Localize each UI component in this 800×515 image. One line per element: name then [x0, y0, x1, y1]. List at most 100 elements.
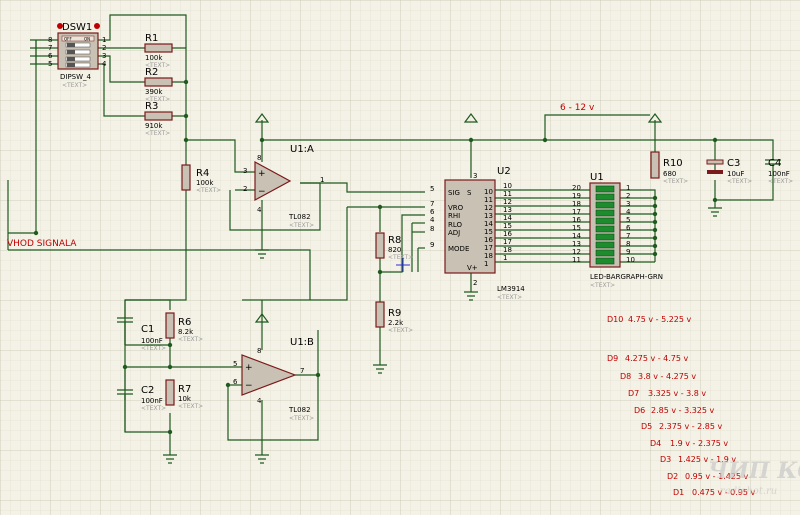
svg-text:16: 16 [503, 230, 512, 238]
svg-text:20: 20 [572, 184, 581, 192]
table-row: 4.275 v - 4.75 v [625, 354, 689, 363]
svg-text:<TEXT>: <TEXT> [145, 62, 170, 69]
table-row: 3.8 v - 4.275 v [638, 372, 696, 381]
svg-text:6: 6 [233, 378, 238, 386]
svg-text:8: 8 [430, 225, 434, 233]
svg-text:C4: C4 [768, 158, 781, 169]
svg-text:4: 4 [626, 208, 631, 216]
power-arrow-icon [254, 113, 270, 123]
svg-text:<TEXT>: <TEXT> [590, 282, 615, 289]
dsw1-pin: 8 [48, 36, 52, 44]
svg-text:17: 17 [484, 244, 493, 252]
c3: C3 10uF <TEXT> [706, 158, 752, 185]
svg-text:1: 1 [503, 254, 507, 262]
svg-text:9: 9 [626, 248, 630, 256]
dsw1: DSW1 OFF ON 8 7 6 5 1 2 3 4 DIPSW_4 <TEX… [48, 22, 107, 89]
svg-text:7: 7 [300, 367, 304, 375]
svg-text:RLO: RLO [448, 221, 463, 229]
svg-text:100k: 100k [145, 54, 163, 62]
svg-text:11: 11 [503, 190, 512, 198]
svg-text:15: 15 [503, 222, 512, 230]
u1b-opamp: + − U1:B 5 6 7 8 4 TL082 <TEXT> [233, 337, 314, 422]
svg-text:LM3914: LM3914 [497, 285, 525, 293]
svg-text:<TEXT>: <TEXT> [145, 96, 170, 103]
power-arrow-icon [463, 113, 479, 123]
led-threshold-table: D10 4.75 v - 5.225 v D9 4.275 v - 4.75 v… [607, 315, 756, 497]
r10: R10 680 <TEXT> [650, 151, 688, 185]
svg-text:+: + [258, 169, 266, 179]
table-row: 1.9 v - 2.375 v [670, 439, 728, 448]
svg-text:7: 7 [430, 200, 434, 208]
svg-text:LED-BARGRAPH-GRN: LED-BARGRAPH-GRN [590, 273, 663, 281]
svg-text:12: 12 [503, 198, 512, 206]
svg-text:<TEXT>: <TEXT> [388, 327, 413, 334]
cursor-crosshair-icon [396, 258, 410, 272]
svg-text:19: 19 [572, 192, 581, 200]
r9: R9 2.2k <TEXT> [375, 301, 413, 334]
svg-text:13: 13 [503, 206, 512, 214]
svg-text:<TEXT>: <TEXT> [145, 130, 170, 137]
svg-text:8.2k: 8.2k [178, 328, 194, 336]
svg-text:<TEXT>: <TEXT> [141, 345, 166, 352]
table-row: 1.425 v - 1.9 v [678, 455, 736, 464]
svg-text:9: 9 [430, 241, 434, 249]
svg-text:10: 10 [503, 182, 512, 190]
table-row: D9 [607, 354, 618, 363]
svg-text:R8: R8 [388, 235, 401, 246]
svg-text:+: + [245, 363, 253, 373]
svg-text:U1:B: U1:B [290, 337, 314, 348]
svg-text:8: 8 [257, 347, 261, 355]
svg-text:2: 2 [243, 185, 247, 193]
dsw1-pin: 3 [102, 52, 106, 60]
svg-text:12: 12 [484, 204, 493, 212]
svg-text:R1: R1 [145, 33, 158, 44]
table-row: D3 [660, 455, 671, 464]
svg-text:10: 10 [626, 256, 635, 264]
svg-text:R2: R2 [145, 67, 158, 78]
svg-text:U1: U1 [590, 172, 604, 183]
svg-text:R10: R10 [663, 158, 683, 169]
svg-text:4: 4 [430, 216, 435, 224]
svg-text:ADJ: ADJ [448, 229, 460, 237]
svg-text:910k: 910k [145, 122, 163, 130]
table-row: 3.325 v - 3.8 v [648, 389, 706, 398]
svg-text:2.2k: 2.2k [388, 319, 404, 327]
svg-text:390k: 390k [145, 88, 163, 96]
svg-text:6: 6 [430, 208, 435, 216]
r3: R3 910k <TEXT> [144, 101, 173, 137]
dsw1-type: DIPSW_4 [60, 73, 92, 81]
svg-text:VRO: VRO [448, 204, 464, 212]
r6: R6 8.2k <TEXT> [165, 312, 203, 343]
svg-text:13: 13 [572, 240, 581, 248]
r4: R4 100k <TEXT> [181, 164, 221, 194]
table-row: 2.375 v - 2.85 v [659, 422, 723, 431]
dsw1-off: OFF [64, 37, 72, 42]
svg-text:10: 10 [484, 188, 493, 196]
svg-text:15: 15 [484, 228, 493, 236]
svg-text:<TEXT>: <TEXT> [141, 405, 166, 412]
svg-text:R3: R3 [145, 101, 158, 112]
svg-text:C1: C1 [141, 324, 154, 335]
table-row: D6 [634, 406, 645, 415]
dsw1-pin: 6 [48, 52, 53, 60]
table-row: 4.75 v - 5.225 v [628, 315, 692, 324]
r2: R2 390k <TEXT> [144, 67, 173, 103]
svg-text:11: 11 [572, 256, 581, 264]
dsw1-pin: 4 [102, 60, 107, 68]
svg-text:12: 12 [572, 248, 581, 256]
svg-text:10k: 10k [178, 395, 192, 403]
svg-text:13: 13 [484, 212, 493, 220]
svg-text:3: 3 [243, 167, 247, 175]
watermark-url: radiohot.ru [720, 486, 777, 497]
svg-text:14: 14 [484, 220, 493, 228]
table-row: D2 [667, 472, 678, 481]
svg-text:1: 1 [484, 260, 488, 268]
table-row: 0.475 v - 0.95 v [692, 488, 756, 497]
u1a-opamp: + − U1:A 3 2 1 8 4 TL082 <TEXT> [243, 144, 324, 229]
svg-text:16: 16 [484, 236, 493, 244]
svg-text:5: 5 [233, 360, 237, 368]
dsw1-pin: 7 [48, 44, 52, 52]
svg-text:R6: R6 [178, 317, 191, 328]
svg-text:680: 680 [663, 170, 676, 178]
